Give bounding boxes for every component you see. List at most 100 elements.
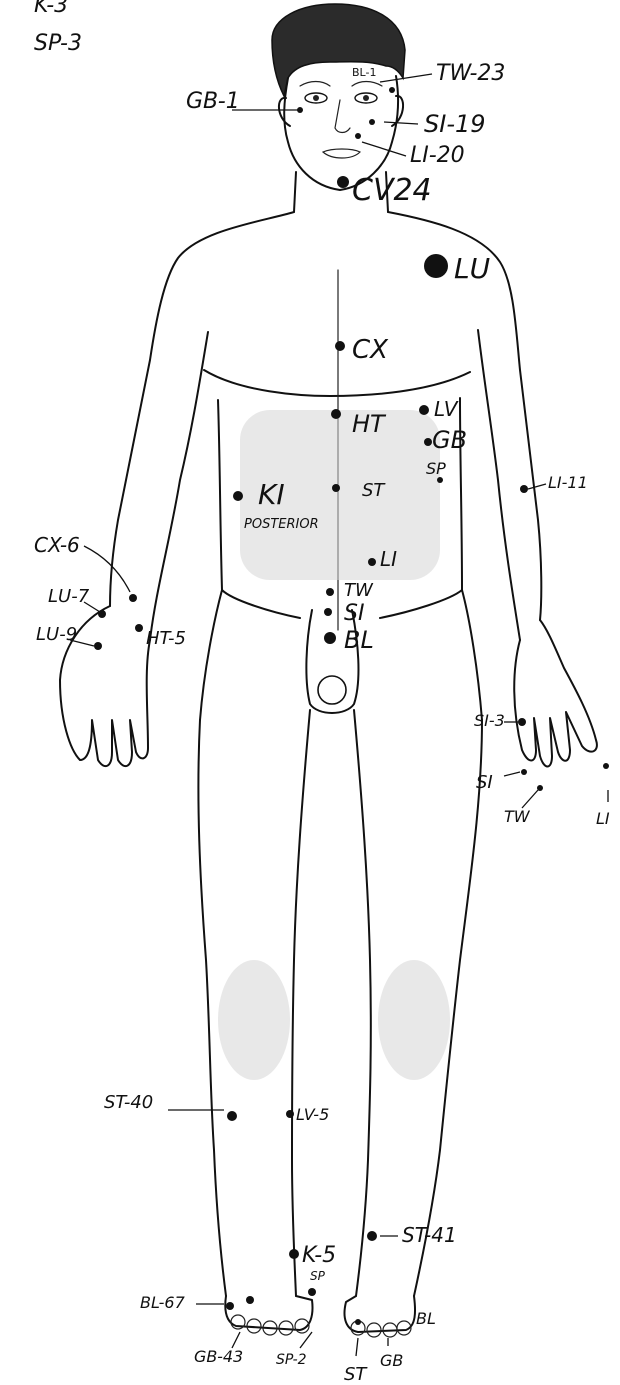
point-gb1: [297, 107, 303, 113]
leader: [528, 484, 546, 489]
point-lu7: [98, 610, 106, 618]
point-si-hand: [521, 769, 527, 775]
label-li: LI: [380, 547, 397, 571]
nose: [335, 100, 350, 133]
right-hand: [514, 620, 597, 767]
label-st: ST: [362, 480, 386, 501]
point-tw: [326, 588, 334, 596]
left-pupil: [313, 95, 319, 101]
right-arm-inner: [478, 330, 520, 640]
point-st41: [367, 1231, 377, 1241]
label-si: SI: [344, 601, 364, 626]
point-li20: [355, 133, 361, 139]
leader: [522, 790, 538, 808]
leader: [84, 602, 100, 612]
label-lu: LU: [454, 252, 490, 285]
point-lu9: [94, 642, 102, 650]
label-ht: HT: [352, 410, 387, 438]
label-bl1: BL-1: [352, 66, 376, 79]
label-bl-foot: BL: [416, 1309, 436, 1328]
point-ki: [233, 491, 243, 501]
point-si3: [518, 718, 526, 726]
point-st: [332, 484, 340, 492]
label-lv5: LV-5: [296, 1105, 329, 1124]
label-cv24: CV24: [352, 173, 432, 208]
left-foot: [225, 1296, 312, 1330]
left-brow: [300, 82, 330, 87]
right-pupil: [363, 95, 369, 101]
point-st40: [227, 1111, 237, 1121]
toes: [231, 1315, 411, 1337]
label-lu9: LU-9: [36, 624, 77, 645]
label-cx: CX: [352, 335, 389, 365]
label-gb-foot: GB: [380, 1351, 403, 1370]
label-tw: TW: [344, 580, 374, 601]
corner-note-top: K-3: [34, 0, 68, 18]
label-li20: LI-20: [410, 143, 465, 168]
point-k5: [289, 1249, 299, 1259]
label-si3: SI-3: [474, 711, 505, 730]
groin-circle: [318, 676, 346, 704]
label-li11: LI-11: [548, 473, 588, 492]
neck: [294, 172, 296, 212]
corner-note-bottom: SP-3: [34, 31, 82, 56]
label-si-hand: SI: [476, 772, 493, 793]
point-lv: [419, 405, 429, 415]
label-sp: SP: [426, 459, 446, 478]
right-leg-inner: [354, 710, 371, 1296]
label-tw-hand: TW: [504, 807, 531, 826]
right-brow: [352, 82, 382, 87]
label-cx6: CX-6: [34, 533, 80, 557]
toe: [367, 1323, 381, 1337]
point-si: [324, 608, 332, 616]
label-sp-foot: SP: [310, 1269, 326, 1283]
point-cx6: [129, 594, 137, 602]
point-st-foot: [355, 1319, 361, 1325]
label-gb43: GB-43: [194, 1347, 243, 1366]
label-li-hand: LI: [596, 809, 610, 828]
label-st40: ST-40: [104, 1092, 153, 1113]
point-si19: [369, 119, 375, 125]
point-lv5: [286, 1110, 294, 1118]
label-lv: LV: [434, 397, 459, 421]
label-bl: BL: [344, 626, 374, 654]
label-lu7: LU-7: [48, 586, 90, 607]
label-st41: ST-41: [402, 1223, 457, 1247]
pectoral-line: [204, 370, 470, 396]
point-sp-foot: [308, 1288, 316, 1296]
point-ht5: [135, 624, 143, 632]
leader: [380, 74, 432, 82]
leader: [232, 1332, 240, 1348]
acupoints: BL-1 TW-23 GB-1 SI-19 LI-20 CV24 LU CX H…: [34, 61, 610, 1385]
label-sp2: SP-2: [276, 1352, 307, 1368]
label-gb: GB: [432, 426, 467, 454]
label-k5: K-5: [302, 1243, 336, 1268]
label-st-foot: ST: [344, 1364, 368, 1385]
left-knee-shade: [218, 960, 290, 1080]
point-gb: [424, 438, 432, 446]
hair: [272, 4, 405, 96]
label-bl67: BL-67: [140, 1293, 186, 1312]
label-ki: KI: [258, 478, 285, 511]
leader: [384, 122, 418, 124]
leader: [504, 772, 520, 776]
point-li-hand: [603, 763, 609, 769]
label-gb1: GB-1: [186, 89, 240, 114]
point-cv24: [337, 176, 349, 188]
label-posterior: POSTERIOR: [244, 517, 319, 532]
point-li11: [520, 485, 528, 493]
right-knee-shade: [378, 960, 450, 1080]
point-tw-hand: [537, 785, 543, 791]
left-leg-inner: [292, 710, 310, 1296]
body-figure: [60, 4, 597, 1337]
point-tw23: [389, 87, 395, 93]
point-cx: [335, 341, 345, 351]
point-li: [368, 558, 376, 566]
leader: [300, 1332, 312, 1348]
point-bl: [324, 632, 336, 644]
left-arm-inner: [150, 332, 208, 640]
mouth: [323, 149, 360, 158]
leader: [356, 1338, 358, 1356]
leader: [84, 546, 130, 592]
